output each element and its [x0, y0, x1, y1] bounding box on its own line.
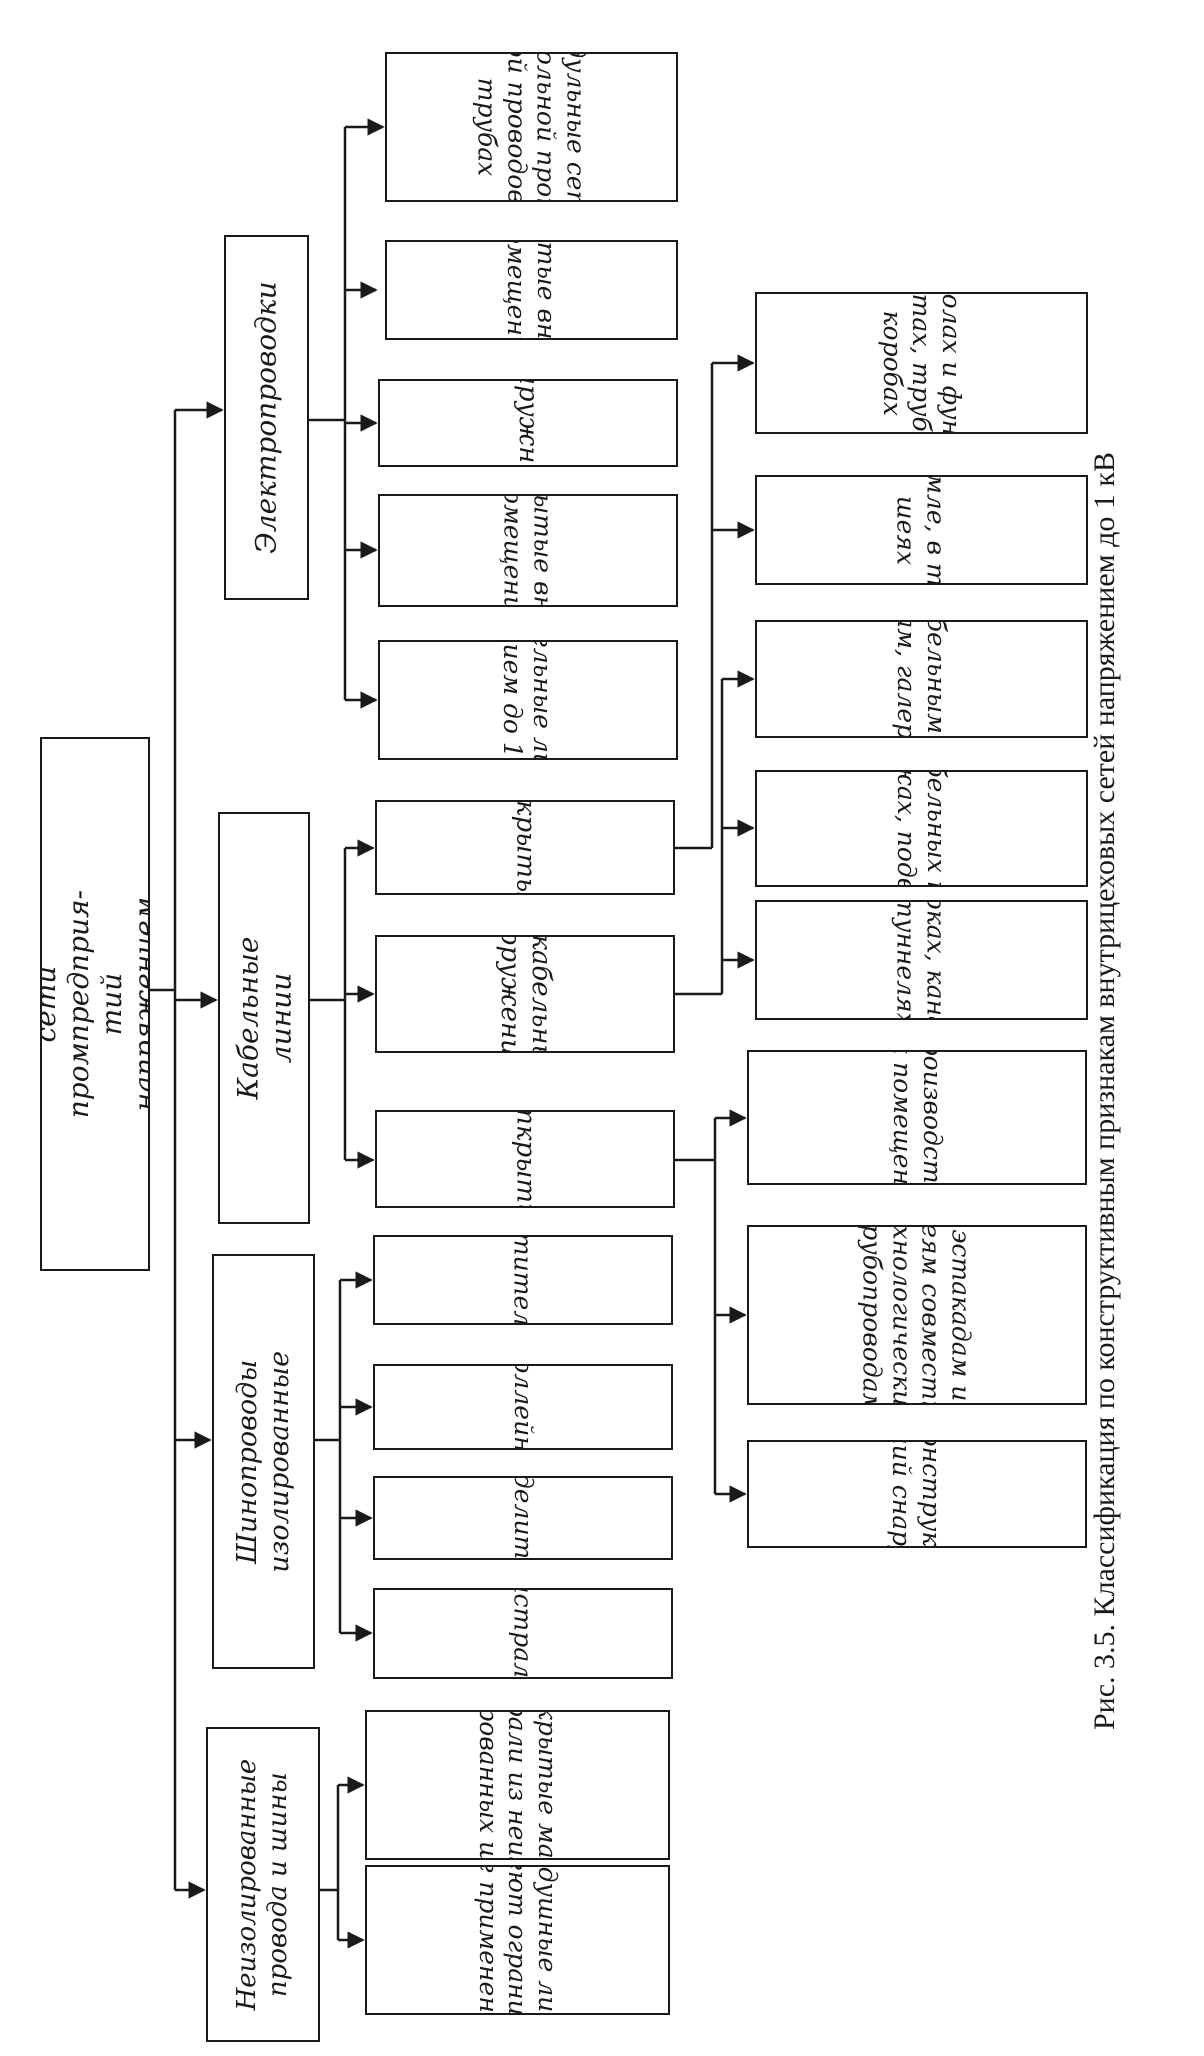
hidden-floors-label: В полах и фунда- ментах, трубах и короба…: [877, 292, 966, 434]
electro-cable-lines-box: Кабельные линии сечением до 16 мм²: [378, 640, 678, 760]
electro-open-inside-label: Открытые внутри помещений: [498, 494, 558, 607]
category-busways-label: Шинопроводы изолированные: [231, 1350, 295, 1573]
bare-open-trunk-box: Открытые магис- трали из неизо- лированн…: [365, 1710, 670, 1860]
structure-blocks-box: В блоках, каналах, туннелях: [755, 900, 1088, 1020]
open-trestles-label: По эстакадам и га- лереям совместно с те…: [858, 1225, 976, 1405]
electro-hidden-inside-label: Скрытые внутри помещений: [502, 240, 562, 340]
hidden-ground-label: В земле, в тран- шеях: [892, 475, 951, 583]
busway-distribution-label: Распределительные: [508, 1478, 538, 1558]
structure-semifloors-label: В кабельных полу- этажах, подвалах: [892, 772, 952, 885]
bare-overhead-box: Воздушные линии (имеют ограничен- ное пр…: [365, 1865, 670, 2015]
cable-open-label: Открытые: [510, 1110, 541, 1208]
cable-open-box: Открытые: [375, 1110, 675, 1208]
bare-overhead-label: Воздушные линии (имеют ограничен- ное пр…: [473, 1865, 562, 2015]
cable-in-structures-label: В кабельных сооружениях: [494, 935, 556, 1053]
open-outside-box: По конструкциям зданий снаружи: [747, 1440, 1087, 1548]
category-bare: Неизолированные провода и шины: [206, 1727, 320, 2042]
electro-open-inside-box: Открытые внутри помещений: [378, 494, 678, 607]
electro-modular-box: Модульные сети с подпольной проклад- кой…: [385, 52, 678, 202]
structure-blocks-label: В блоках, каналах, туннелях: [892, 900, 951, 1020]
bare-open-trunk-label: Открытые магис- трали из неизо- лированн…: [473, 1710, 562, 1860]
hidden-floors-box: В полах и фунда- ментах, трубах и короба…: [755, 292, 1088, 434]
figure-caption: Рис. 3.5. Классификация по конструктивны…: [1088, 451, 1121, 1730]
busway-trolley-label: Троллейные: [508, 1364, 538, 1450]
electro-outdoor-label: Наружные: [513, 379, 544, 467]
category-cables: Кабельные линии: [218, 812, 310, 1224]
cable-hidden-label: Скрытые: [510, 800, 541, 895]
busway-distribution-box: Распределительные: [373, 1476, 673, 1560]
root-box: Внутрицеховые сети промпредприя- тий нап…: [40, 737, 150, 1271]
cable-in-structures-box: В кабельных сооружениях: [375, 935, 675, 1053]
cable-hidden-box: Скрытые: [375, 800, 675, 895]
busway-trolley-box: Троллейные: [373, 1364, 673, 1450]
category-cables-label: Кабельные линии: [230, 936, 298, 1100]
root-label: Внутрицеховые сети промпредприя- тий нап…: [40, 889, 150, 1119]
structure-racks-box: По кабельным эста- кадам, галереям: [755, 620, 1088, 738]
busway-lighting-label: Осветительные: [508, 1237, 538, 1323]
category-electro-label: Электропроводки: [249, 281, 283, 554]
electro-cable-lines-label: Кабельные линии сечением до 16 мм²: [498, 640, 558, 760]
category-electro: Электропроводки: [224, 235, 309, 600]
hidden-ground-box: В земле, в тран- шеях: [755, 475, 1088, 585]
category-bare-label: Неизолированные провода и шины: [232, 1758, 293, 2011]
electro-modular-label: Модульные сети с подпольной проклад- кой…: [473, 52, 591, 202]
busway-lighting-box: Осветительные: [373, 1235, 673, 1325]
open-production-label: В производствен- ных помещениях: [888, 1050, 947, 1185]
structure-racks-label: По кабельным эста- кадам, галереям: [892, 620, 952, 738]
open-outside-label: По конструкциям зданий снаружи: [888, 1442, 947, 1546]
category-busways: Шинопроводы изолированные: [212, 1254, 315, 1669]
busway-trunk-label: Магистральные: [508, 1590, 538, 1677]
electro-hidden-inside-box: Скрытые внутри помещений: [385, 240, 678, 340]
open-trestles-box: По эстакадам и га- лереям совместно с те…: [747, 1225, 1087, 1405]
busway-trunk-box: Магистральные: [373, 1588, 673, 1679]
structure-semifloors-box: В кабельных полу- этажах, подвалах: [755, 770, 1088, 887]
open-production-box: В производствен- ных помещениях: [747, 1050, 1087, 1185]
electro-outdoor-box: Наружные: [378, 379, 678, 467]
